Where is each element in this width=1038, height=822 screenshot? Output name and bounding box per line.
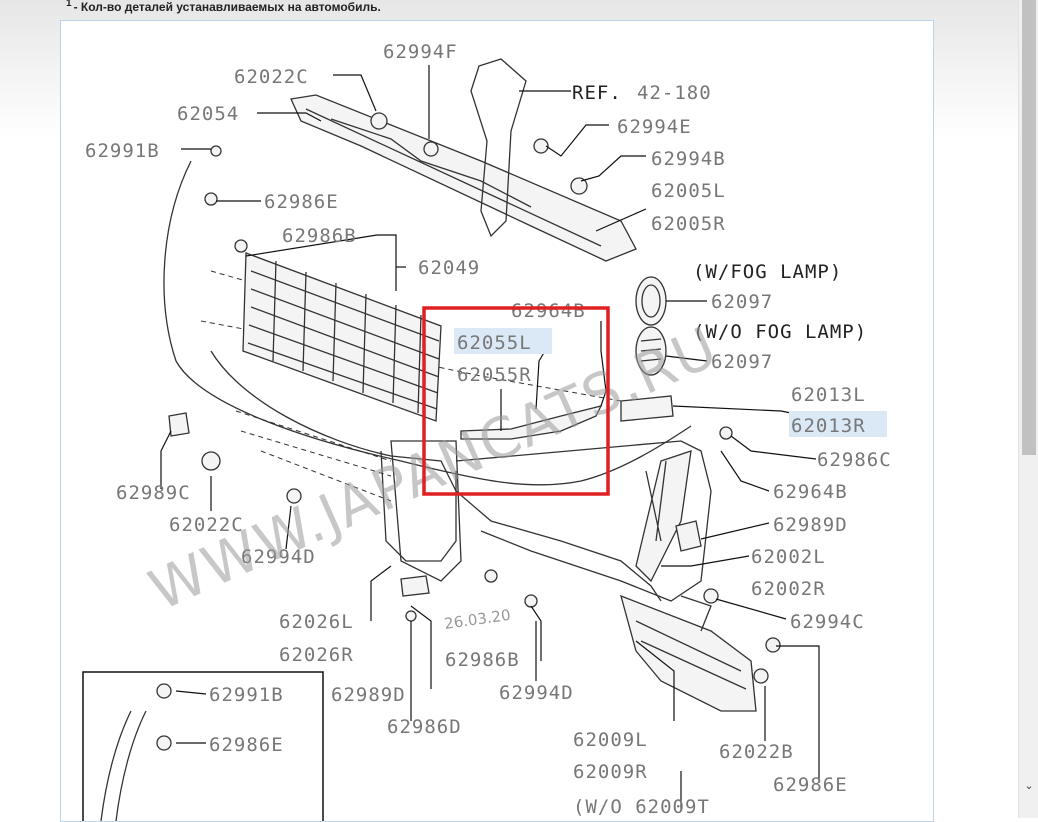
label-62989C[interactable]: 62989C — [116, 482, 191, 504]
label-inset-62991B[interactable]: 62991B — [209, 684, 284, 706]
label-62049[interactable]: 62049 — [418, 257, 480, 279]
label-62986E-right[interactable]: 62986E — [773, 774, 848, 796]
label-62989D-bottom[interactable]: 62989D — [331, 684, 406, 706]
label-62991B-top[interactable]: 62991B — [85, 140, 160, 162]
label-fog-without: (W/O FOG LAMP) — [693, 321, 867, 343]
label-62986B-top[interactable]: 62986B — [282, 225, 357, 247]
label-62964B-right[interactable]: 62964B — [773, 481, 848, 503]
label-62994F[interactable]: 62994F — [383, 41, 458, 63]
label-62013L[interactable]: 62013L — [791, 384, 866, 406]
label-62022B[interactable]: 62022B — [719, 741, 794, 763]
label-62009L[interactable]: 62009L — [573, 729, 648, 751]
label-62989D-right[interactable]: 62989D — [773, 514, 848, 536]
label-62002L[interactable]: 62002L — [751, 546, 826, 568]
label-62097-without[interactable]: 62097 — [711, 351, 773, 373]
leader-lines — [160, 65, 820, 811]
footnote: 1- Кол-во деталей устанавливаемых на авт… — [66, 0, 381, 14]
label-62994B[interactable]: 62994B — [651, 148, 726, 170]
label-62054[interactable]: 62054 — [177, 103, 239, 125]
label-62002R[interactable]: 62002R — [751, 578, 826, 600]
label-62005L[interactable]: 62005L — [651, 180, 726, 202]
footnote-marker: 1 — [66, 0, 72, 9]
bumper-drawing — [163, 58, 781, 712]
label-62022C-left[interactable]: 62022C — [169, 514, 244, 536]
detail-inset — [82, 671, 324, 821]
selection-highlight-box — [422, 306, 610, 496]
label-62986E-top[interactable]: 62986E — [264, 191, 339, 213]
label-fog-with: (W/FOG LAMP) — [693, 261, 842, 283]
parts-diagram-frame: 62022C 62994F 62054 62991B 62986E 62986B… — [60, 20, 934, 822]
vertical-scrollbar[interactable]: ⌄ — [1018, 0, 1038, 818]
highlight-62013R — [789, 411, 887, 437]
label-62986C[interactable]: 62986C — [817, 449, 892, 471]
part-labels: 62022C 62994F 62054 62991B 62986E 62986B… — [85, 41, 892, 818]
label-62986B-bottom[interactable]: 62986B — [445, 649, 520, 671]
highlight-62055L — [454, 328, 552, 354]
label-62994D-left[interactable]: 62994D — [241, 546, 316, 568]
label-62994E[interactable]: 62994E — [617, 116, 692, 138]
scrollbar-thumb[interactable] — [1022, 0, 1036, 455]
scroll-down-arrow-icon[interactable]: ⌄ — [1024, 779, 1034, 792]
label-inset-62986E[interactable]: 62986E — [209, 734, 284, 756]
label-62964B-top[interactable]: 62964B — [511, 300, 586, 322]
label-62986D[interactable]: 62986D — [387, 716, 462, 738]
label-62009R[interactable]: 62009R — [573, 761, 648, 783]
label-62994C[interactable]: 62994C — [790, 611, 865, 633]
label-ref: REF. — [572, 82, 622, 104]
label-62026L[interactable]: 62026L — [279, 611, 354, 633]
label-62994D-bottom[interactable]: 62994D — [499, 682, 574, 704]
parts-diagram: 62022C 62994F 62054 62991B 62986E 62986B… — [82, 41, 892, 821]
label-62013R[interactable]: 62013R — [791, 415, 866, 437]
label-62005R[interactable]: 62005R — [651, 213, 726, 235]
date-stamp: 26.03.20 — [443, 606, 512, 633]
label-62055L[interactable]: 62055L — [457, 332, 532, 354]
label-cut-off: (W/O 62009T — [573, 796, 710, 818]
label-62022C-top[interactable]: 62022C — [234, 66, 309, 88]
footnote-text: - Кол-во деталей устанавливаемых на авто… — [73, 0, 381, 14]
label-ref-number[interactable]: 42-180 — [637, 82, 712, 104]
label-62097-with[interactable]: 62097 — [711, 291, 773, 313]
label-62026R[interactable]: 62026R — [279, 644, 354, 666]
label-62055R[interactable]: 62055R — [457, 364, 532, 386]
